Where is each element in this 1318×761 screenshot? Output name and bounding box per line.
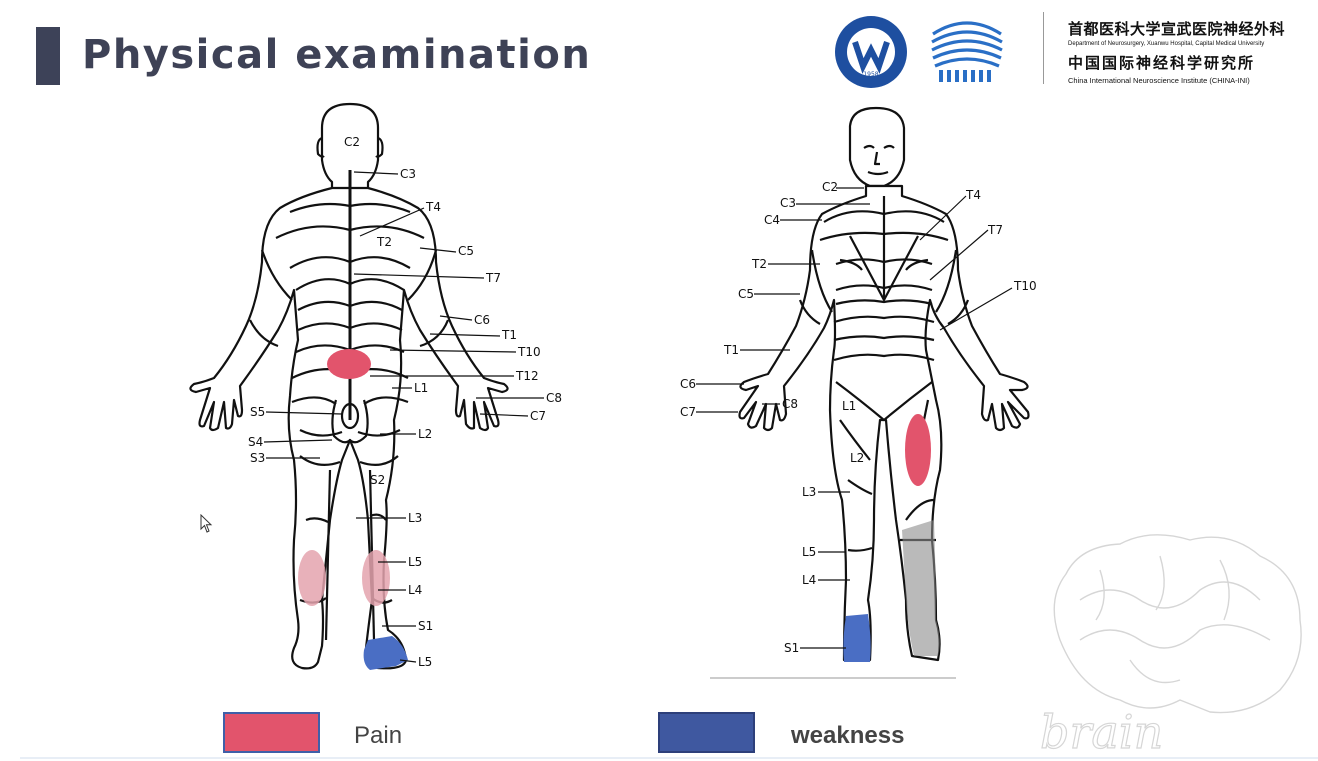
mouse-cursor-icon [200, 514, 213, 533]
back-label: C2 [344, 135, 360, 149]
back-view-labels: C2 C3 T4 T2 C5 T7 C6 T1 T10 T12 L1 C8 C7… [248, 135, 562, 669]
university-logo: 1958 [835, 16, 907, 88]
front-label: L4 [802, 573, 816, 587]
front-leader-lines [696, 187, 1013, 649]
back-lumbar-pain-area [327, 349, 371, 379]
back-label: L5 [418, 655, 432, 669]
back-label: T10 [517, 345, 541, 359]
back-label: L2 [418, 427, 432, 441]
front-label: C5 [738, 287, 754, 301]
front-view-labels: C2 T4 C3 C4 T7 T2 T10 C5 T1 C6 C8 C7 L1 … [680, 180, 1037, 655]
back-label: S1 [418, 619, 433, 633]
back-label: T2 [376, 235, 392, 249]
slide-bottom-border [20, 757, 1318, 759]
institution-name-cn: 首都医科大学宣武医院神经外科 [1068, 21, 1286, 38]
title-accent-bar [36, 27, 60, 85]
back-label: S5 [250, 405, 265, 419]
back-label: L5 [408, 555, 422, 569]
back-label: L4 [408, 583, 422, 597]
front-foot-weakness-area [843, 614, 871, 662]
back-label: C3 [400, 167, 416, 181]
back-label: T12 [515, 369, 539, 383]
back-label: C8 [546, 391, 562, 405]
front-label: C8 [782, 397, 798, 411]
back-label: T7 [485, 271, 501, 285]
back-left-calf-pain-area [298, 550, 326, 606]
back-label: C5 [458, 244, 474, 258]
front-label: L3 [802, 485, 816, 499]
back-label: L3 [408, 511, 422, 525]
front-thigh-pain-area [905, 414, 931, 486]
front-label: T2 [751, 257, 767, 271]
back-right-calf-pain-area [362, 550, 390, 606]
institute-name-cn: 中国国际神经科学研究所 [1068, 55, 1256, 72]
legend-weakness-swatch [658, 712, 755, 753]
back-foot-weakness-area [363, 636, 408, 670]
back-label: S2 [370, 473, 385, 487]
legend-weakness-label: weakness [791, 722, 905, 749]
back-label: S4 [248, 435, 263, 449]
back-leader-lines [263, 171, 544, 663]
front-label: S1 [784, 641, 799, 655]
legend-pain-swatch [223, 712, 320, 753]
back-label: L1 [414, 381, 428, 395]
front-label: C3 [780, 196, 796, 210]
front-label: T7 [987, 223, 1003, 237]
front-shaded-leg [902, 520, 940, 656]
hospital-logo [931, 21, 1003, 82]
back-label: T4 [425, 200, 441, 214]
back-label: C6 [474, 313, 490, 327]
back-label: C7 [530, 409, 546, 423]
back-label: S3 [250, 451, 265, 465]
front-view-figure [738, 106, 1030, 662]
front-label: L5 [802, 545, 816, 559]
institution-name-en: Department of Neurosurgery, Xuanwu Hospi… [1068, 41, 1265, 47]
front-label: T1 [723, 343, 739, 357]
logo-year: 1958 [863, 71, 878, 78]
front-label: T4 [965, 188, 981, 202]
legend-pain-label: Pain [354, 722, 403, 749]
watermark-text: brain [1040, 705, 1163, 759]
front-label: L2 [850, 451, 864, 465]
front-label: C2 [822, 180, 838, 194]
slide-title: Physical examination [82, 32, 592, 78]
front-label: C6 [680, 377, 696, 391]
institute-name-en: China International Neuroscience Institu… [1068, 76, 1250, 85]
front-label: C7 [680, 405, 696, 419]
header-divider [1043, 12, 1044, 84]
back-view-figure [189, 102, 509, 670]
front-label: C4 [764, 213, 780, 227]
back-label: T1 [501, 328, 517, 342]
front-label: T10 [1013, 279, 1037, 293]
front-label: L1 [842, 399, 856, 413]
brain-watermark [1053, 534, 1302, 714]
